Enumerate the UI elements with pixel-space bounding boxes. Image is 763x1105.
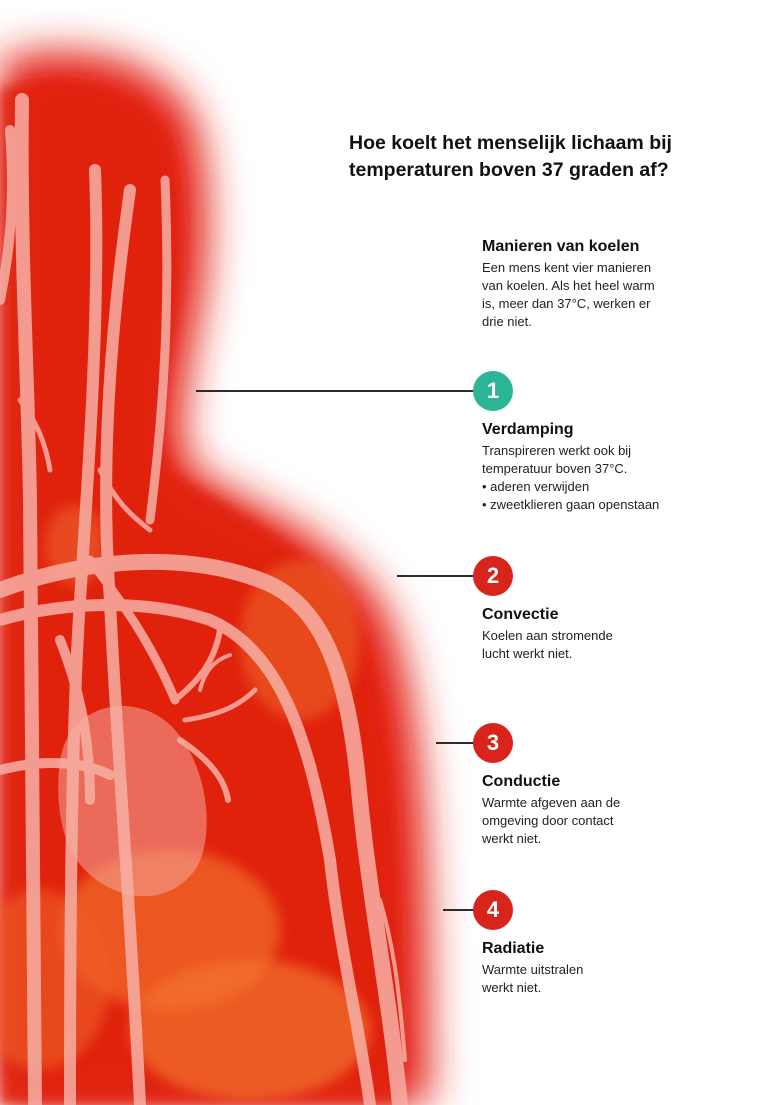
leader-line-4 [443,909,477,911]
method-1-text: Transpireren werkt ook bij temperatuur b… [482,443,660,512]
leader-line-2 [397,575,477,577]
blood-vessels [0,93,408,1105]
method-3-heading: Conductie [482,773,561,790]
method-4-heading: Radiatie [482,940,545,957]
method-4-block: Radiatie Warmte uitstralen werkt niet. [482,939,752,997]
method-4-badge: 4 [473,890,513,930]
method-1-block: Verdamping Transpireren werkt ook bij te… [482,420,752,514]
heart [58,706,207,897]
leader-line-3 [436,742,476,744]
method-2-block: Convectie Koelen aan stromende lucht wer… [482,605,752,663]
method-3-badge: 3 [473,723,513,763]
method-1-heading: Verdamping [482,421,574,438]
title-line-1: Hoe koelt het menselijk lichaam bij [349,132,672,154]
page-title: Hoe koelt het menselijk lichaam bij temp… [349,130,749,184]
method-3-text: Warmte afgeven aan de omgeving door cont… [482,795,621,846]
intro-heading: Manieren van koelen [482,238,640,255]
method-2-badge: 2 [473,556,513,596]
intro-block: Manieren van koelen Een mens kent vier m… [482,237,752,331]
title-line-2: temperaturen boven 37 graden af? [349,159,669,181]
method-1-badge: 1 [473,371,513,411]
method-2-text: Koelen aan stromende lucht werkt niet. [482,628,613,661]
method-4-text: Warmte uitstralen werkt niet. [482,962,584,995]
method-3-block: Conductie Warmte afgeven aan de omgeving… [482,772,752,848]
leader-line-1 [196,390,476,392]
intro-text: Een mens kent vier manieren van koelen. … [482,260,655,329]
method-2-heading: Convectie [482,606,559,623]
